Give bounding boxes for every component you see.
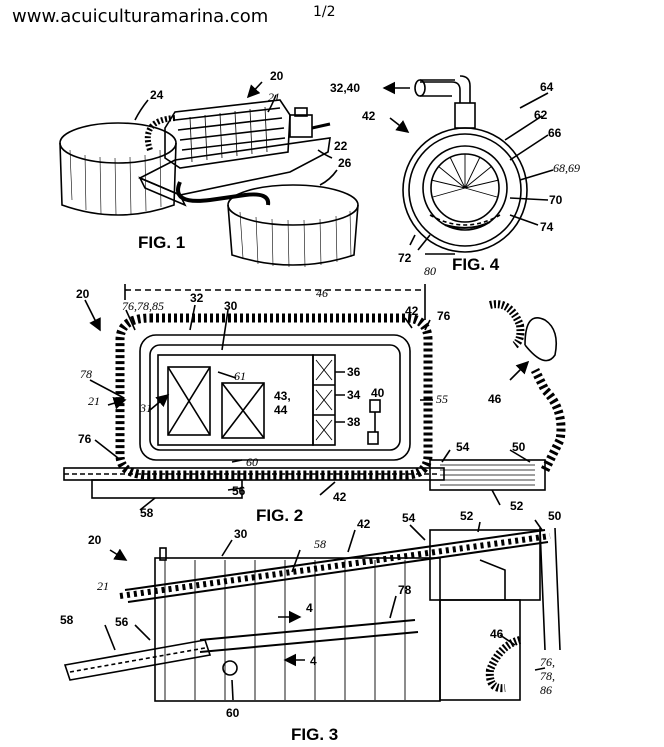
fig2-label: 43, [274,389,291,403]
fig4-label: 64 [540,80,554,94]
fig3-label: 58 [60,613,74,627]
fig2-label: 76 [78,432,92,446]
fig2-label: 46 [316,286,328,300]
fig2-label: 56 [232,484,246,498]
fig3-label: 30 [234,527,248,541]
fig4-drawing [382,75,554,255]
fig3-label: 54 [402,511,416,525]
fig2-label: 60 [246,455,258,469]
fig2-label: 76 [437,309,451,323]
fig2-label: 54 [456,440,470,454]
fig1-label: 26 [338,156,352,170]
fig1-label: 24 [150,88,164,102]
fig2-label: 32 [190,291,204,305]
fig1-label: 21 [268,90,280,104]
fig4-label: 62 [534,108,548,122]
fig3-label: 50 [548,509,562,523]
fig3-label: 4 [310,654,317,668]
fig4-label: 68,69 [553,161,580,175]
page-number: 1/2 [313,4,336,20]
fig2-label: 42 [333,490,347,504]
fig1-label: 22 [334,139,348,153]
fig2-label: 76,78,85 [122,299,164,313]
fig2-label: 52 [510,499,524,513]
fig2-label: 58 [140,506,154,520]
fig2-label: 46 [488,392,502,406]
fig2-drawing [63,284,566,511]
fig2-label: 31 [139,401,152,415]
fig3-label: 60 [226,706,240,720]
fig2-label: 78 [80,367,92,381]
fig2-label: 20 [76,287,90,301]
fig4-label: 72 [398,251,412,265]
fig3-label: 52 [460,509,474,523]
fig3-label: 20 [88,533,102,547]
fig2-label: 44 [274,403,288,417]
fig2-label: 42 [405,304,419,318]
fig3-label: 46 [490,627,504,641]
fig3-label: 4 [306,601,313,615]
fig4-label: 74 [540,220,554,234]
fig4-label: 66 [548,126,562,140]
fig3-label: 58 [314,537,326,551]
fig2-label: 50 [512,440,526,454]
fig3-drawing [63,519,561,702]
fig1-caption: FIG. 1 [138,233,185,252]
site-url: www.acuiculturamarina.com [12,6,269,27]
fig2-label: 61 [234,369,246,383]
fig3-label: 78, [540,669,555,683]
fig1-drawing [59,81,359,268]
fig4-label: 70 [549,193,563,207]
fig2-label: 40 [371,386,385,400]
fig2-label: 55 [436,392,448,406]
fig2-label: 21 [88,394,100,408]
fig4-arrow-label: 32,40 [330,81,360,95]
fig3-label: 78 [398,583,412,597]
fig4-label: 80 [424,264,436,278]
fig3-label: 76, [540,655,555,669]
fig3-label: 86 [540,683,552,697]
fig2-label: 30 [224,299,238,313]
fig3-label: 42 [357,517,371,531]
fig2-caption: FIG. 2 [256,506,303,525]
fig2-label: 34 [347,388,361,402]
fig4-caption: FIG. 4 [452,255,500,274]
fig3-label: 21 [97,579,109,593]
fig2-label: 36 [347,365,361,379]
fig1-label: 20 [270,69,284,83]
fig2-label: 38 [347,415,361,429]
fig4-label: 42 [362,109,376,123]
fig3-caption: FIG. 3 [291,725,338,744]
fig3-label: 56 [115,615,129,629]
